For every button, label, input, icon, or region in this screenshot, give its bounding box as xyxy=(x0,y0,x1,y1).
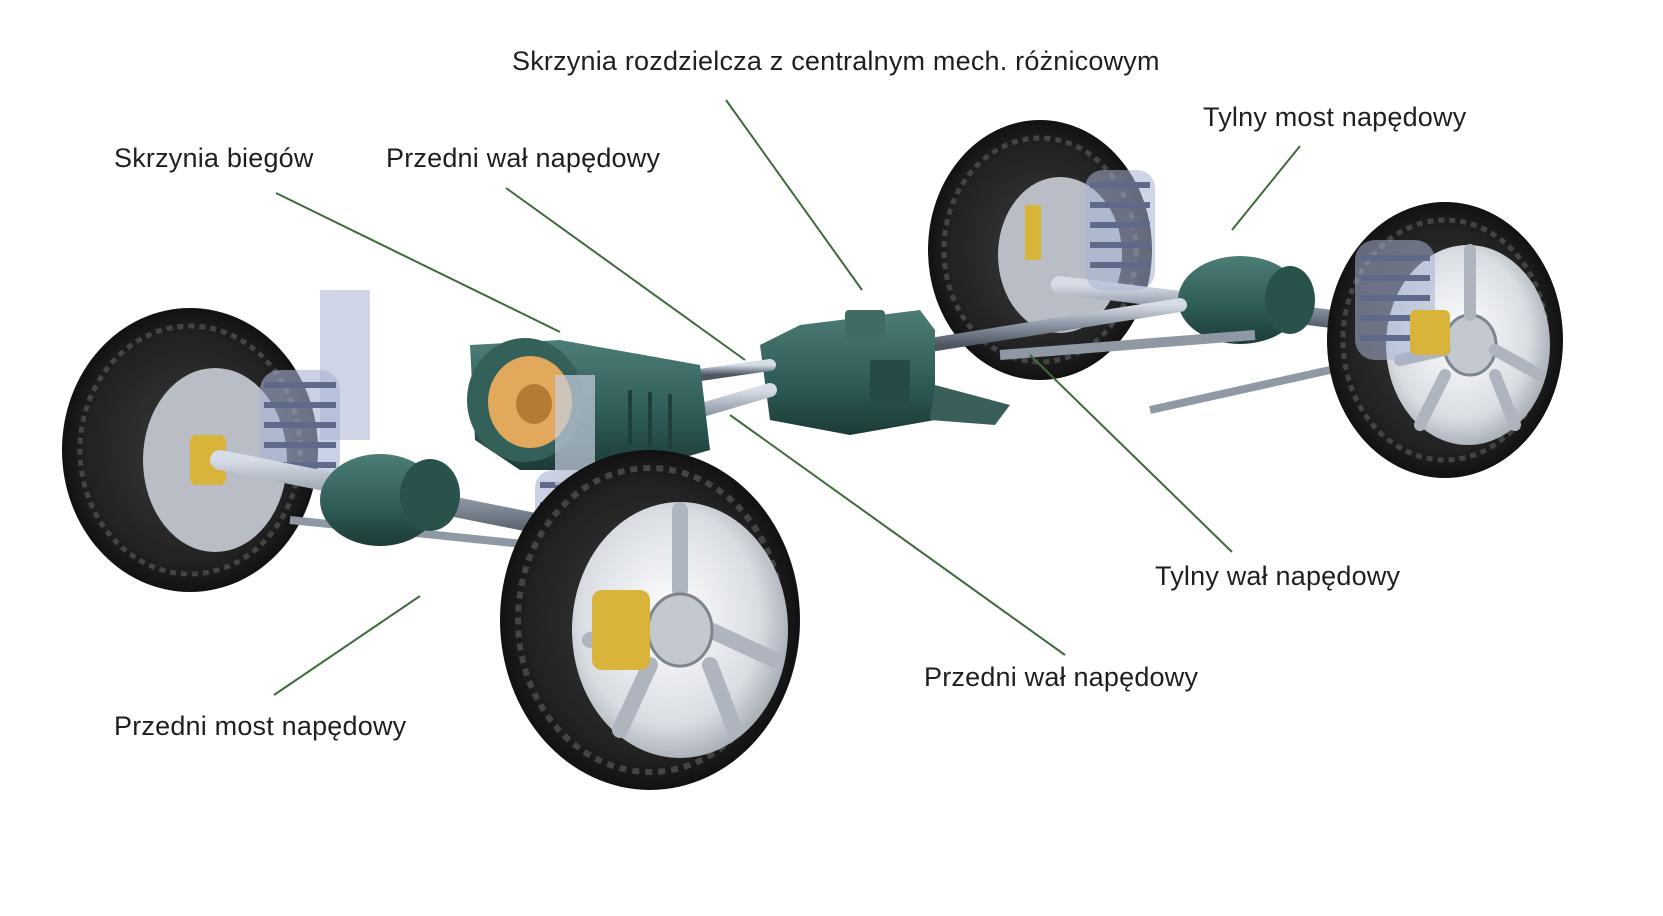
front-axle-assembly xyxy=(62,290,800,790)
leader-line-front-shaft-bottom xyxy=(729,414,1066,656)
label-rear-axle: Tylny most napędowy xyxy=(1203,102,1467,132)
label-gearbox: Skrzynia biegów xyxy=(114,143,314,173)
front-differential xyxy=(320,454,460,546)
leader-lines xyxy=(273,99,1301,696)
leader-line-rear-axle xyxy=(1231,145,1301,231)
label-rear-propeller-shaft: Tylny wał napędowy xyxy=(1155,561,1401,591)
transfer-case xyxy=(760,310,1010,435)
leader-line-rear-shaft xyxy=(1029,354,1233,553)
rear-propeller-shaft xyxy=(923,298,1187,352)
leader-line-gearbox xyxy=(275,192,561,333)
label-front-propeller-shaft-top: Przedni wał napędowy xyxy=(386,143,661,173)
leader-line-front-shaft-top xyxy=(505,187,746,361)
leader-line-transfer-case xyxy=(725,99,863,291)
leader-line-front-axle xyxy=(273,595,421,696)
label-front-propeller-shaft-bottom: Przedni wał napędowy xyxy=(924,662,1199,692)
front-left-spring xyxy=(190,290,370,485)
gearbox xyxy=(467,338,710,470)
rear-differential xyxy=(1178,256,1315,344)
front-right-wheel xyxy=(500,450,800,790)
rear-left-spring xyxy=(1025,170,1155,290)
label-transfer-case: Skrzynia rozdzielcza z centralnym mech. … xyxy=(512,46,1160,76)
rear-right-spring xyxy=(1355,240,1450,360)
rear-axle-assembly xyxy=(928,120,1563,478)
label-front-axle: Przedni most napędowy xyxy=(114,711,407,741)
